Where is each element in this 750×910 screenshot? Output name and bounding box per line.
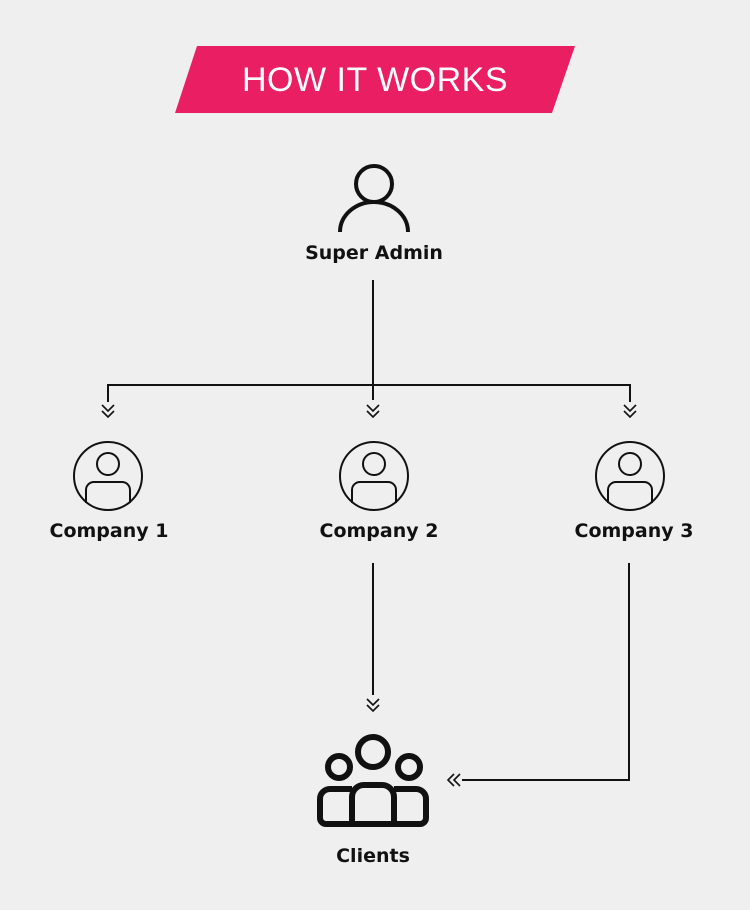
title-banner [175, 46, 575, 113]
double-chevron-left-icon [446, 773, 461, 787]
company-2-user-icon [339, 441, 409, 511]
connector-lines [107, 280, 631, 781]
company-2-label: Company 2 [319, 520, 439, 542]
company-3-label: Company 3 [574, 520, 694, 542]
super-admin-user-icon [338, 164, 410, 233]
double-chevron-down-icon [101, 404, 637, 713]
clients-label: Clients [336, 845, 410, 867]
super-admin-label: Super Admin [305, 242, 443, 264]
page-title: HOW IT WORKS [241, 61, 509, 99]
company-3-user-icon [595, 441, 665, 511]
company-1-label: Company 1 [49, 520, 169, 542]
clients-group-icon [317, 734, 429, 827]
company-1-user-icon [73, 441, 143, 511]
